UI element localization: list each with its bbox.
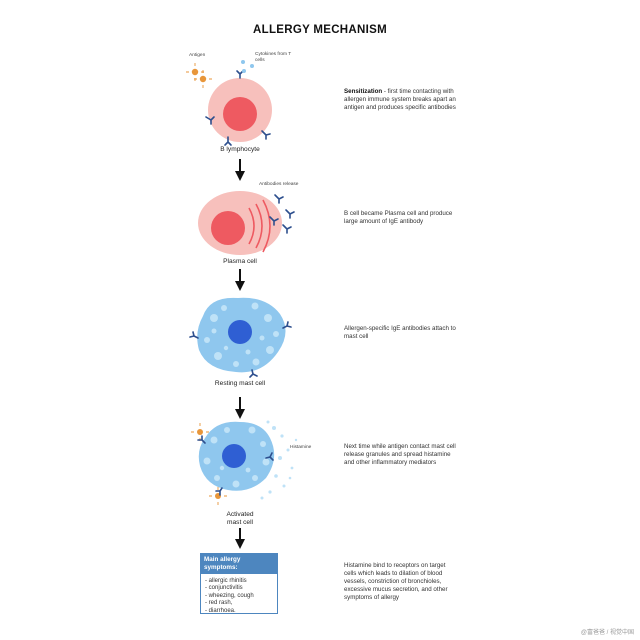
list-item: - wheezing, cough bbox=[205, 592, 254, 599]
histamine-label: Histamine bbox=[290, 445, 312, 450]
b-lymphocyte bbox=[208, 78, 272, 142]
plasma-cell bbox=[198, 191, 282, 255]
symptoms-list: - allergic rhinitis - conjunctivitis - w… bbox=[201, 578, 277, 615]
activated-mast-cell-label-line2: mast cell bbox=[226, 519, 253, 526]
sensitization-description: Sensitization - first time contacting wi… bbox=[344, 88, 459, 112]
list-item: - conjunctivitis bbox=[205, 585, 243, 592]
activated-mast-cell bbox=[198, 421, 275, 491]
list-item: - diarrhoea. bbox=[205, 607, 236, 614]
antibody-icon bbox=[269, 194, 295, 234]
list-item: - allergic rhinitis bbox=[205, 578, 247, 584]
symptoms-heading: Main allergy symptoms: bbox=[201, 554, 277, 574]
histamine-particles bbox=[260, 420, 298, 500]
antibody-icon bbox=[197, 435, 274, 496]
antibody-icon bbox=[189, 321, 292, 378]
plasma-cell-label: Plasma cell bbox=[223, 258, 257, 265]
antibody-icon bbox=[205, 70, 271, 146]
plasma-cell-description: B cell became Plasma cell and produce la… bbox=[344, 210, 453, 225]
sensitization-term: Sensitization bbox=[344, 88, 383, 95]
mast-cell-description: Allergen-specific IgE antibodies attach … bbox=[344, 325, 456, 340]
symptoms-box: Main allergy symptoms: - allergic rhinit… bbox=[200, 553, 278, 614]
activated-mast-cell-label-line1: Activated bbox=[226, 511, 254, 518]
b-lymphocyte-label: B lymphocyte bbox=[220, 146, 260, 153]
activated-mast-cell-label: Activated mast cell bbox=[190, 511, 290, 527]
cytokines-label: Cytokines from T cells bbox=[255, 52, 292, 63]
list-item: - red rash, bbox=[205, 600, 233, 607]
sensitization-text: - first time contacting with allergen im… bbox=[344, 88, 456, 111]
antibodies-release-label: Antibodies release bbox=[259, 182, 299, 187]
watermark: @富爸爸 / 视觉中国 bbox=[580, 630, 634, 636]
activation-description: Next time while antigen contact mast cel… bbox=[344, 443, 456, 466]
resting-mast-cell-label: Resting mast cell bbox=[214, 380, 266, 387]
histamine-description: Histamine bind to receptors on target ce… bbox=[344, 562, 448, 601]
antigen-icon bbox=[186, 63, 212, 88]
resting-mast-cell bbox=[197, 297, 286, 373]
page-title: ALLERGY MECHANISM bbox=[253, 24, 387, 36]
antigen-label: Antigen bbox=[189, 53, 206, 58]
cytokine-dots bbox=[241, 60, 254, 73]
